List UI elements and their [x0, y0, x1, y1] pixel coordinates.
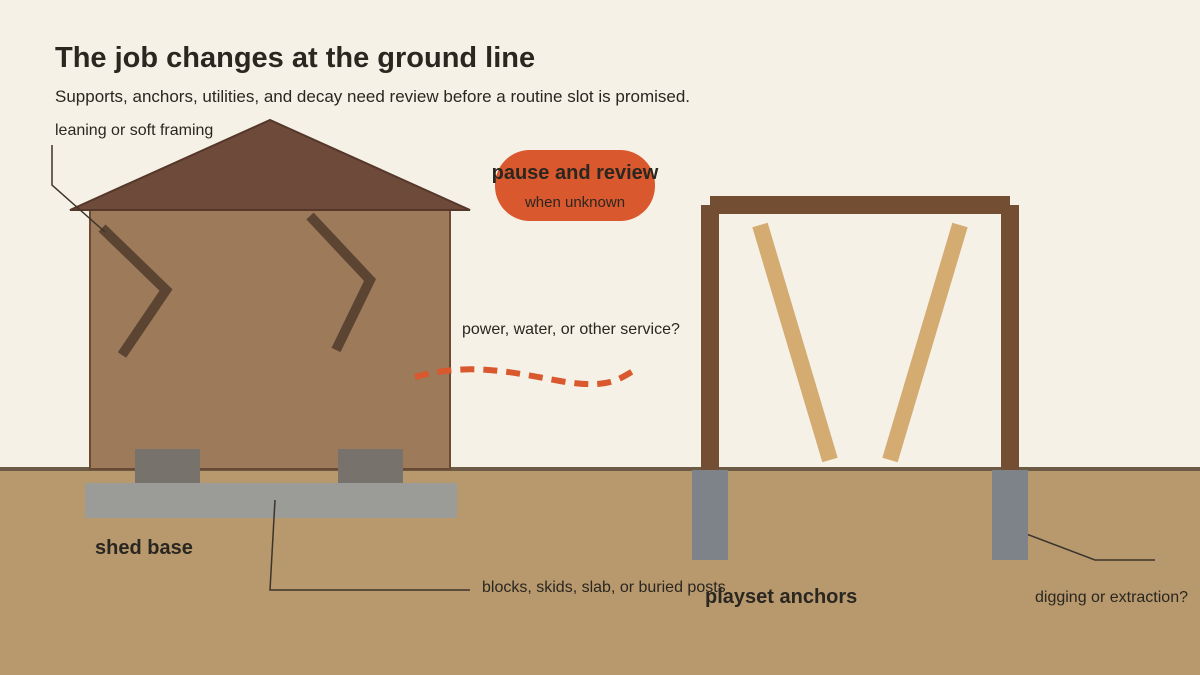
playset-leg-left — [701, 205, 719, 470]
shed-base-label: shed base — [95, 537, 193, 559]
anchor-post-left — [692, 470, 728, 560]
digging-leader — [1007, 526, 1155, 561]
framing-leader — [51, 145, 106, 233]
utility-line — [414, 366, 637, 388]
shed-wall — [89, 209, 451, 470]
playset-swing-right — [882, 222, 968, 463]
digging-callout: digging or extraction? — [1035, 589, 1188, 606]
shed-slab — [85, 483, 457, 518]
playset — [692, 196, 1028, 560]
shed-block-left — [135, 449, 200, 483]
shed-brace-left — [98, 224, 173, 358]
page-subtitle: Supports, anchors, utilities, and decay … — [55, 87, 691, 106]
framing-callout: leaning or soft framing — [55, 122, 214, 139]
shed-roof — [69, 118, 471, 211]
base-leader — [269, 499, 470, 591]
playset-swing-left — [752, 222, 838, 463]
review-badge-title: pause and review — [491, 162, 659, 184]
playset-beam — [710, 196, 1010, 214]
shed-brace-right — [306, 212, 377, 353]
page-title: The job changes at the ground line — [55, 42, 536, 74]
shed — [69, 118, 471, 518]
playset-leg-right — [1001, 205, 1019, 470]
utilities-callout: power, water, or other service? — [462, 321, 680, 338]
review-badge-subtitle: when unknown — [524, 194, 626, 211]
playset-anchors-label: playset anchors — [705, 586, 858, 608]
shed-block-right — [338, 449, 403, 483]
review-badge — [495, 150, 655, 221]
anchor-post-right — [992, 470, 1028, 560]
base-types-callout: blocks, skids, slab, or buried posts — [482, 579, 726, 596]
